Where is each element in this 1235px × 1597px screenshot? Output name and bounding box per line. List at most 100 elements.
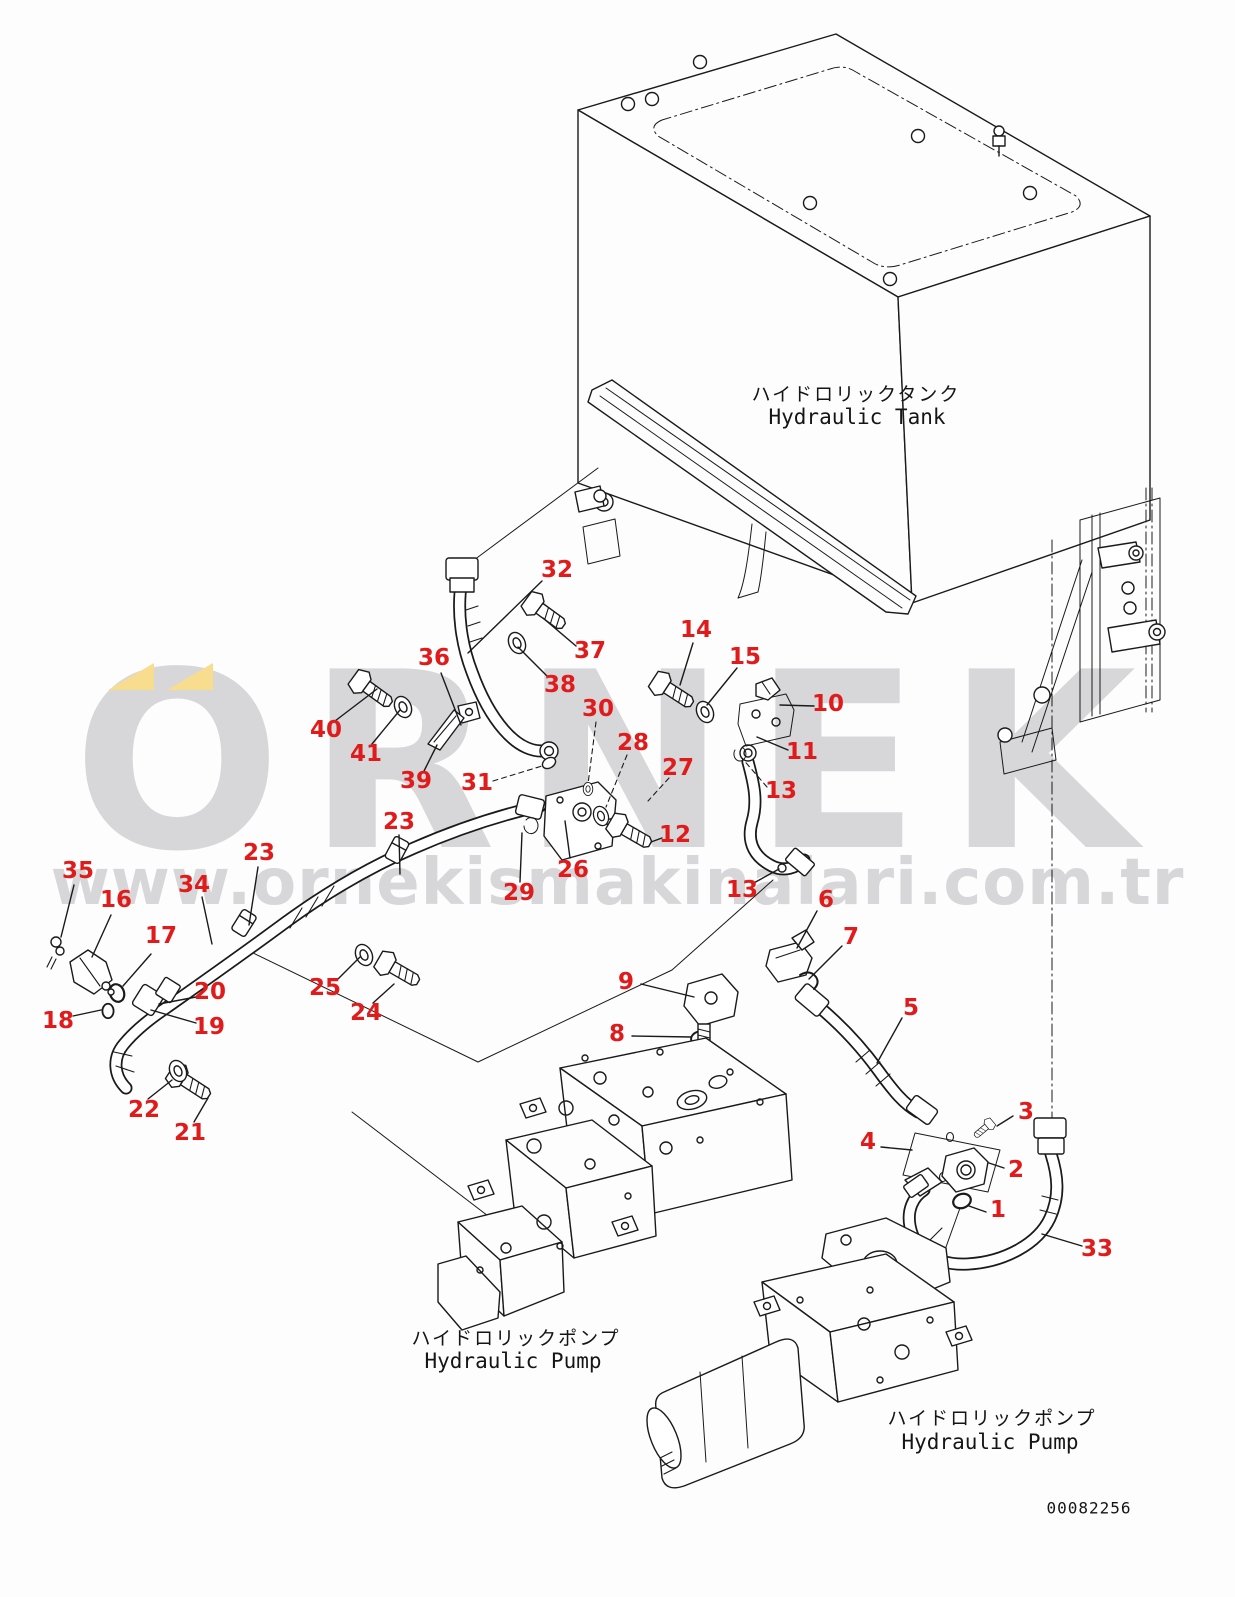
- part-4-plate-outline: [902, 1132, 1001, 1193]
- callout-23: 23: [383, 809, 415, 835]
- tank-cover-bolts: [620, 54, 1038, 287]
- pump-left-label-english: Hydraulic Pump: [424, 1349, 602, 1373]
- callout-40-leader: [334, 688, 378, 722]
- fitting-10: [755, 677, 781, 701]
- callout-7: 7: [843, 924, 859, 950]
- callout-30: 30: [582, 696, 614, 722]
- callout-7-leader: [808, 945, 843, 980]
- callout-39: 39: [400, 768, 432, 794]
- callout-22: 22: [128, 1097, 160, 1123]
- callout-35-leader: [60, 884, 75, 938]
- fitting-6: [765, 929, 815, 983]
- callout-18-leader: [72, 1009, 102, 1017]
- o-ring-18: [101, 1002, 115, 1020]
- callout-4: 4: [860, 1129, 876, 1155]
- washer-15: [692, 697, 718, 727]
- callout-11: 11: [786, 739, 818, 765]
- callout-14: 14: [680, 617, 712, 643]
- callout-28-leader: [605, 754, 628, 808]
- callout-5: 5: [903, 995, 919, 1021]
- callout-24-leader: [372, 983, 395, 1004]
- callout-19: 19: [193, 1014, 225, 1040]
- snap-ring-29: [523, 817, 539, 835]
- hose-33: [902, 1117, 1067, 1271]
- callout-10-leader: [779, 704, 815, 707]
- callout-37: 37: [574, 638, 606, 664]
- bolt-24: [371, 947, 426, 994]
- callout-25-leader: [336, 956, 361, 981]
- sensor-35: [46, 936, 65, 970]
- callout-13: 13: [765, 778, 797, 804]
- callout-15-leader: [706, 667, 738, 706]
- callout-23-leader: [398, 834, 401, 875]
- callout-3: 3: [1018, 1099, 1034, 1125]
- callout-37-leader: [542, 617, 577, 647]
- callout-38-leader: [517, 646, 549, 678]
- o-ring-1: [950, 1190, 974, 1212]
- clip-13: [733, 747, 747, 762]
- callout-40: 40: [310, 717, 342, 743]
- callout-20-leader: [158, 996, 197, 1005]
- pump-right-label-english: Hydraulic Pump: [901, 1430, 1079, 1454]
- callout-10: 10: [812, 691, 844, 717]
- callout-32: 32: [541, 557, 573, 583]
- washer-25: [351, 940, 377, 970]
- clamp-39: [427, 709, 465, 751]
- elbow-9: [683, 973, 739, 1041]
- callout-32-leader: [467, 580, 543, 654]
- callout-13: 13: [726, 877, 758, 903]
- callout-8: 8: [609, 1021, 625, 1047]
- callout-13-leader: [751, 868, 780, 885]
- callout-1: 1: [990, 1197, 1006, 1223]
- callout-11-leader: [756, 736, 789, 751]
- callout-26: 26: [557, 857, 589, 883]
- callout-16-leader: [91, 914, 112, 958]
- hose-5: [765, 929, 939, 1126]
- callout-12-leader: [650, 837, 663, 843]
- hose-23: [109, 794, 547, 1095]
- pump-right-label-japanese: ハイドロリックポンプ: [887, 1407, 1097, 1430]
- callout-21: 21: [174, 1120, 206, 1146]
- callout-5-leader: [876, 1017, 903, 1064]
- hose-33-elbow: [903, 1167, 943, 1198]
- callout-2-leader: [988, 1162, 1005, 1169]
- tank-mount-bracket: [997, 487, 1166, 775]
- callout-22-leader: [147, 1079, 173, 1100]
- callout-4-leader: [880, 1146, 913, 1151]
- callout-13-leader: [740, 756, 768, 788]
- callout-27: 27: [662, 755, 694, 781]
- callout-24: 24: [350, 1000, 382, 1026]
- callout-17: 17: [145, 923, 177, 949]
- hose-32: [445, 557, 559, 761]
- callout-2: 2: [1008, 1157, 1024, 1183]
- callout-30-leader: [587, 721, 597, 785]
- sensor-16: [69, 949, 115, 996]
- watermark-umlaut-triangle-icon: [108, 663, 154, 690]
- callout-41-leader: [371, 709, 401, 745]
- plug-31: [541, 756, 557, 770]
- callout-14-leader: [679, 642, 694, 686]
- callout-28: 28: [617, 730, 649, 756]
- bracket-11: [737, 693, 795, 747]
- tank-breather-icon: [992, 125, 1006, 157]
- callout-29-leader: [519, 832, 523, 883]
- clamp-23: [230, 907, 258, 939]
- washer-38: [504, 628, 530, 658]
- hydraulic-pump-right-drawing: [646, 1217, 973, 1489]
- callout-18: 18: [42, 1008, 74, 1034]
- callout-19-leader: [150, 1009, 197, 1024]
- callout-41: 41: [350, 741, 382, 767]
- callout-8-leader: [631, 1035, 692, 1038]
- callout-31-leader: [492, 765, 543, 782]
- callout-25: 25: [309, 975, 341, 1001]
- callout-20: 20: [194, 979, 226, 1005]
- callout-35: 35: [62, 858, 94, 884]
- callout-23: 23: [243, 840, 275, 866]
- callout-3-leader: [996, 1115, 1014, 1127]
- callout-26-leader: [564, 820, 571, 859]
- callout-21-leader: [193, 1097, 209, 1123]
- callout-9: 9: [618, 969, 634, 995]
